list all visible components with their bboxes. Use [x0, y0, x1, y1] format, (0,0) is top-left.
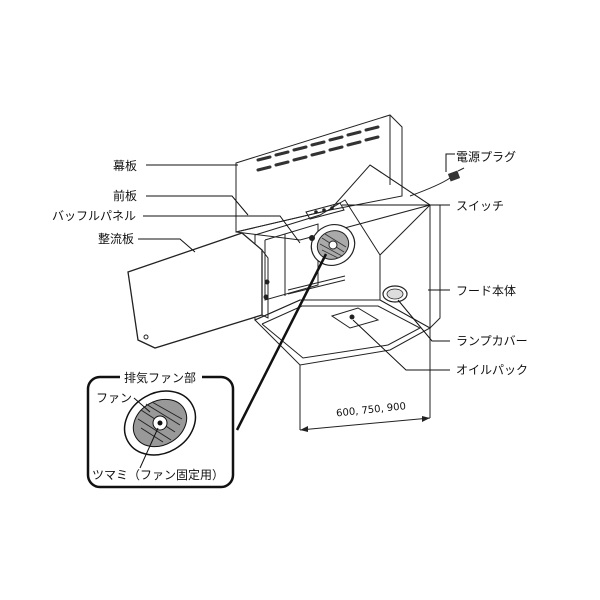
label-switch: スイッチ	[342, 199, 504, 213]
svg-text:電源プラグ: 電源プラグ	[456, 150, 516, 164]
svg-text:整流板: 整流板	[98, 231, 134, 246]
inset-knob-label: ツマミ（ファン固定用）	[92, 467, 224, 482]
inset-callout-line	[235, 253, 328, 431]
label-lamp-cover: ランプカバー	[397, 299, 528, 348]
inset-title: 排気ファン部	[124, 370, 196, 385]
svg-text:スイッチ: スイッチ	[456, 199, 504, 213]
power-plug-icon	[409, 167, 465, 197]
svg-text:オイルパック: オイルパック	[456, 363, 528, 377]
label-maeita: 前板	[113, 188, 249, 216]
width-dimension: 600, 750, 900	[299, 401, 431, 432]
lamp-cover	[382, 285, 408, 303]
svg-text:フード本体: フード本体	[456, 284, 516, 298]
svg-text:ランプカバー: ランプカバー	[456, 334, 528, 348]
label-makuita: 幕板	[113, 159, 238, 173]
label-power-plug: 電源プラグ	[445, 150, 516, 172]
oil-pack	[330, 307, 380, 329]
svg-text:前板: 前板	[113, 188, 137, 203]
fan-in-hood	[309, 224, 356, 266]
inset-exhaust-fan: 排気ファン部 ファン ツマミ（ファン固定用）	[86, 370, 235, 489]
dimension-label: 600, 750, 900	[336, 401, 407, 419]
rectifier-plate	[127, 232, 270, 349]
label-seiryuban: 整流板	[98, 231, 196, 253]
switch-panel	[305, 202, 345, 220]
back-panel	[235, 114, 403, 233]
label-baffle-panel: バッフルパネル	[52, 209, 301, 244]
svg-text:幕板: 幕板	[113, 159, 137, 173]
label-hood-body: フード本体	[428, 284, 516, 298]
inset-fan-label: ファン	[96, 391, 132, 405]
svg-text:バッフルパネル: バッフルパネル	[52, 209, 136, 223]
label-oil-pack: オイルパック	[352, 319, 528, 377]
